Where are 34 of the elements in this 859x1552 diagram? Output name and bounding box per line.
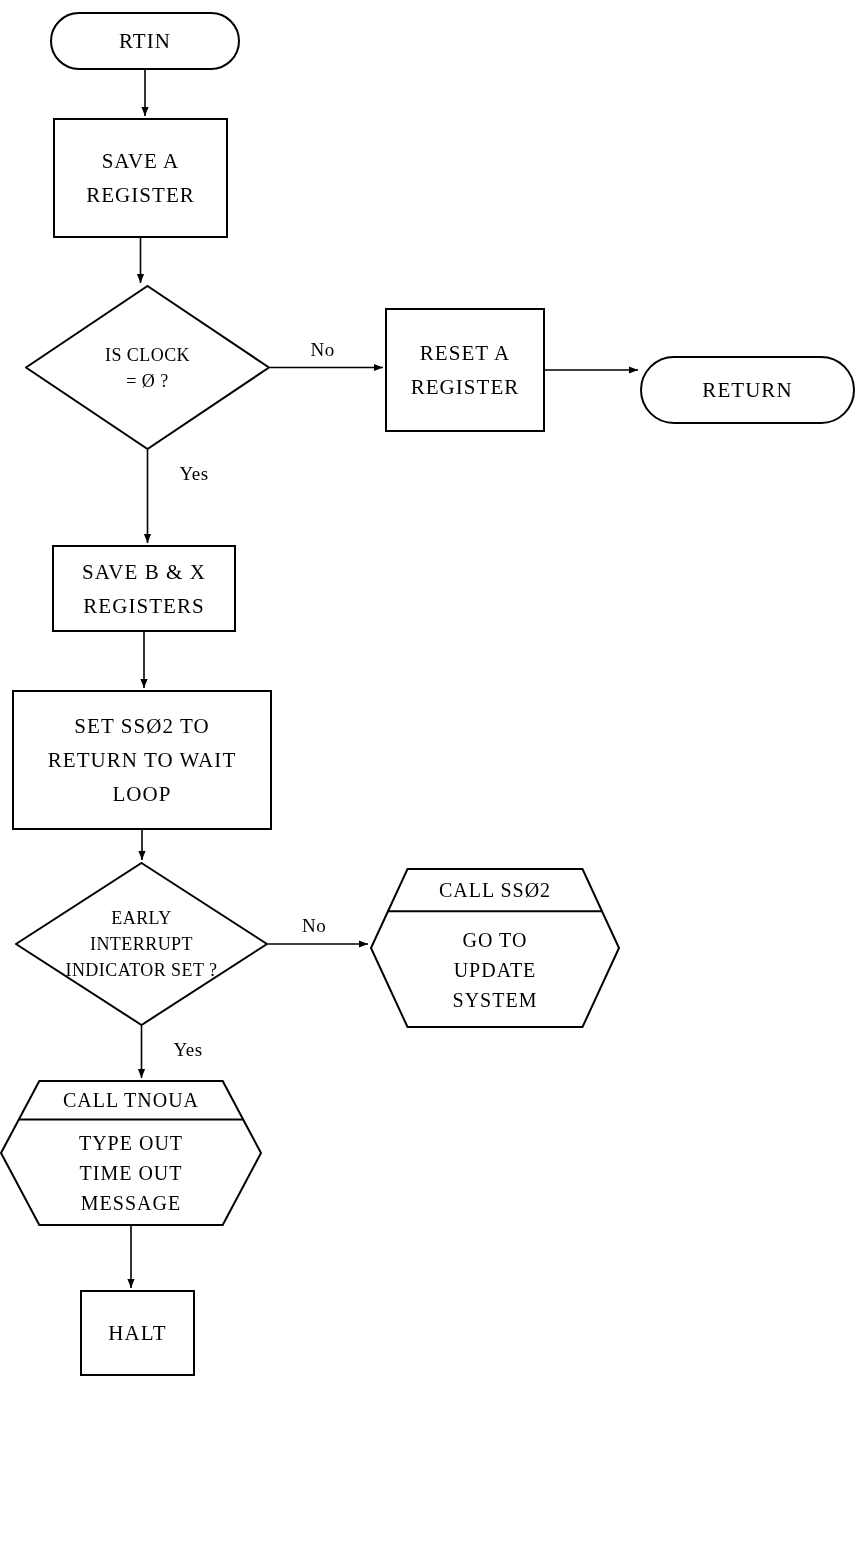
node-text: RETURN (702, 377, 793, 404)
node-text: CALL TNOUA (62, 1087, 200, 1112)
subroutine-hexagon (370, 868, 620, 1028)
arrow (141, 69, 149, 117)
terminal-shape (640, 356, 855, 424)
arrow (138, 829, 146, 861)
node-text: CALL SSØ2 (438, 877, 552, 902)
arrow (269, 363, 384, 372)
node-text: RESET A REGISTER (409, 340, 521, 401)
process-box (385, 308, 545, 432)
arrow (137, 1025, 146, 1079)
node-text: SAVE B & X REGISTERS (81, 558, 207, 620)
node-text: IS CLOCK = Ø ? (103, 343, 192, 393)
process-box (12, 690, 272, 830)
node-text: SAVE A REGISTER (85, 148, 196, 209)
node-text: TYPE OUT TIME OUT MESSAGE (77, 1130, 185, 1216)
arrow (544, 366, 639, 374)
node-text: SET SSØ2 TO RETURN TO WAIT LOOP (46, 713, 238, 808)
arrow (143, 449, 152, 544)
node-text: HALT (108, 1320, 167, 1347)
process-box (53, 118, 228, 238)
decision-diamond (15, 862, 268, 1026)
node-text: RTIN (119, 28, 171, 55)
node-text: EARLY INTERRUPT INDICATOR SET ? (64, 907, 219, 982)
process-box (52, 545, 236, 632)
arrow (267, 940, 369, 948)
decision-diamond (25, 285, 270, 450)
arrow (140, 631, 148, 689)
arrow (136, 237, 145, 284)
node-text: GO TO UPDATE SYSTEM (451, 927, 539, 1013)
terminal-shape (50, 12, 240, 70)
process-box (80, 1290, 195, 1376)
arrow (127, 1225, 135, 1289)
subroutine-hexagon (0, 1080, 262, 1226)
